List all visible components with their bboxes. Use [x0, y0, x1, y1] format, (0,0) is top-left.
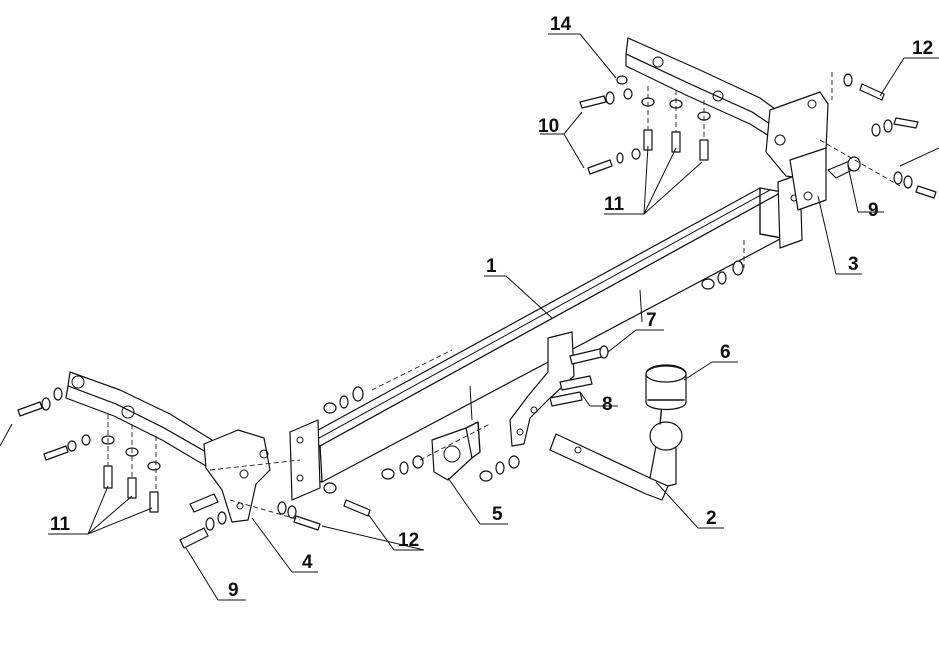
right-side-member [625, 37, 829, 211]
left-side-member [65, 371, 271, 523]
callout-11-left: 11 [50, 514, 71, 535]
fastener-set-center [323, 345, 609, 482]
callout-1: 1 [486, 256, 497, 277]
callout-6: 6 [720, 342, 731, 363]
main-crossbeam [299, 187, 783, 483]
callout-3: 3 [848, 254, 859, 275]
callout-12-right: 12 [912, 38, 933, 59]
callout-8: 8 [602, 394, 613, 415]
beam-left-endplate [289, 419, 321, 501]
callout-7: 7 [646, 310, 657, 331]
socket-plate [431, 421, 481, 481]
callout-9-right: 9 [868, 200, 879, 221]
fastener-set-under-beam [701, 240, 745, 290]
callout-10: 10 [538, 116, 559, 137]
callout-5: 5 [492, 504, 503, 525]
callout-labels: 1 2 3 4 5 6 7 8 9 9 10 11 11 12 12 14 [50, 14, 933, 601]
fastener-set-left [17, 387, 371, 549]
fastener-set-right-side [819, 72, 937, 199]
callout-11-right: 11 [604, 194, 625, 215]
leader-lines [0, 33, 939, 601]
towball-neck [549, 403, 683, 501]
fastener-set-right-top [579, 75, 711, 175]
ball-cap [645, 364, 687, 411]
callout-12-left: 12 [398, 530, 419, 551]
callout-14: 14 [550, 14, 572, 35]
callout-2: 2 [706, 508, 717, 529]
callout-9-left: 9 [228, 580, 239, 601]
callout-4: 4 [302, 552, 313, 573]
